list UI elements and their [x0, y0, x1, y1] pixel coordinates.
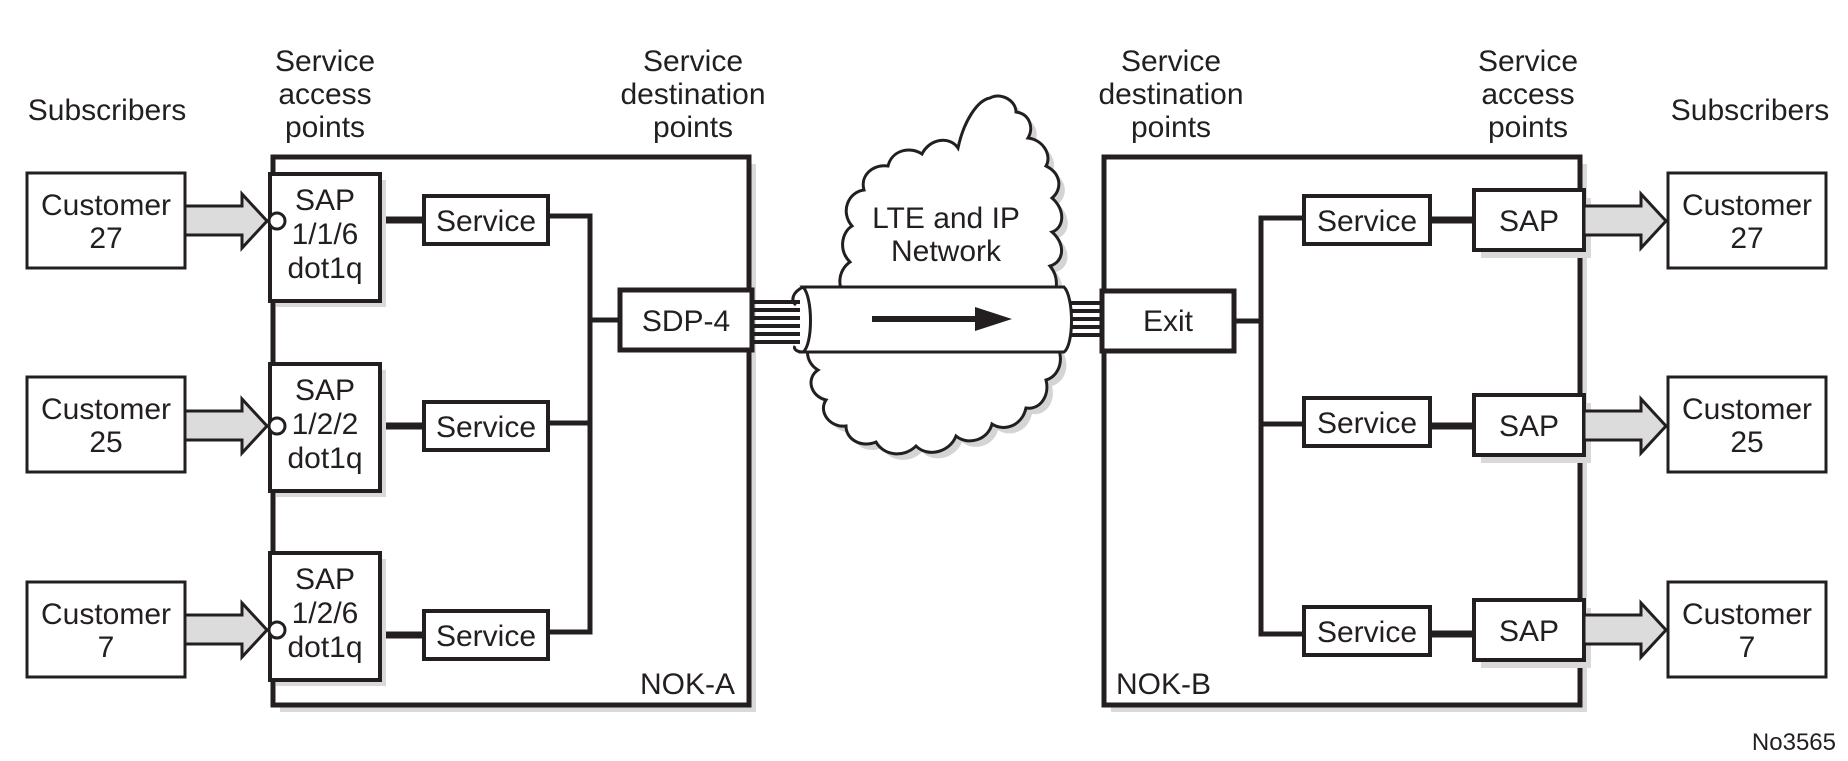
svg-text:Service: Service	[1121, 45, 1221, 78]
svg-text:Customer: Customer	[1682, 393, 1812, 426]
left-sap-1[interactable]: SAP 1/1/6 dot1q	[268, 172, 386, 307]
svg-text:1/1/6: 1/1/6	[292, 218, 359, 251]
right-fiber-bundle	[1068, 301, 1104, 337]
cloud-outline	[806, 94, 1064, 456]
svg-text:7: 7	[98, 631, 115, 664]
left-customer-27[interactable]: Customer 27	[25, 171, 187, 270]
svg-text:points: points	[285, 111, 365, 144]
arrow-right-icon	[1582, 599, 1669, 661]
svg-text:Service: Service	[275, 45, 375, 78]
right-arrows	[1582, 190, 1669, 661]
header-right-sdp: Service destination points	[1098, 45, 1243, 144]
left-fiber-bundle	[752, 300, 800, 344]
svg-text:access: access	[1481, 78, 1574, 111]
left-sap-2[interactable]: SAP 1/2/2 dot1q	[268, 362, 386, 497]
left-sap-3[interactable]: SAP 1/2/6 dot1q	[268, 551, 386, 686]
svg-text:destination: destination	[620, 78, 765, 111]
svg-text:Customer: Customer	[41, 598, 171, 631]
svg-text:SAP: SAP	[1499, 615, 1559, 648]
right-sap-2[interactable]: SAP	[1472, 393, 1591, 463]
arrow-right-icon	[1582, 190, 1669, 252]
right-customer-27[interactable]: Customer 27	[1666, 171, 1828, 270]
svg-text:destination: destination	[1098, 78, 1243, 111]
svg-text:SDP-4: SDP-4	[642, 305, 730, 338]
header-left-subscribers: Subscribers	[28, 94, 186, 127]
svg-text:25: 25	[89, 426, 122, 459]
header-left-sdp: Service destination points	[620, 45, 765, 144]
svg-text:dot1q: dot1q	[287, 442, 362, 475]
sdp-tunnel[interactable]	[752, 285, 1104, 354]
svg-text:Service: Service	[1317, 407, 1417, 440]
left-arrows	[183, 190, 287, 661]
svg-text:dot1q: dot1q	[287, 252, 362, 285]
svg-text:Customer: Customer	[1682, 189, 1812, 222]
right-customer-25[interactable]: Customer 25	[1666, 375, 1828, 474]
sap-port-circle	[267, 620, 287, 640]
tunnel-left-rim	[791, 285, 804, 354]
svg-text:access: access	[278, 78, 371, 111]
left-service-1[interactable]: Service	[422, 194, 550, 246]
header-right-subscribers: Subscribers	[1671, 94, 1829, 127]
svg-text:dot1q: dot1q	[287, 631, 362, 664]
svg-text:27: 27	[89, 222, 122, 255]
svg-text:Service: Service	[436, 411, 536, 444]
network-label-line2: Network	[891, 235, 1002, 268]
svg-text:Service: Service	[1317, 205, 1417, 238]
svg-text:SAP: SAP	[1499, 410, 1559, 443]
svg-text:points: points	[653, 111, 733, 144]
right-service-3[interactable]: Service	[1302, 605, 1432, 657]
sap-port-circle	[267, 416, 287, 436]
svg-text:Service: Service	[1478, 45, 1578, 78]
sdp-4-box[interactable]: SDP-4	[617, 287, 755, 353]
exit-box[interactable]: Exit	[1099, 288, 1237, 354]
left-service-3[interactable]: Service	[422, 609, 550, 661]
left-customer-7[interactable]: Customer 7	[25, 580, 187, 679]
arrow-right-icon	[183, 395, 287, 457]
svg-text:points: points	[1131, 111, 1211, 144]
arrow-right-icon	[872, 307, 1012, 331]
right-wiring	[1234, 215, 1474, 638]
svg-text:Customer: Customer	[41, 393, 171, 426]
right-service-1[interactable]: Service	[1302, 194, 1432, 246]
network-cloud[interactable]: LTE and IP Network	[806, 94, 1068, 460]
arrow-right-icon	[183, 599, 287, 661]
right-customer-7[interactable]: Customer 7	[1666, 580, 1828, 679]
svg-text:SAP: SAP	[295, 563, 355, 596]
svg-text:SAP: SAP	[1499, 205, 1559, 238]
right-sap-3[interactable]: SAP	[1472, 598, 1591, 668]
svg-text:Service: Service	[1317, 616, 1417, 649]
svg-text:Service: Service	[643, 45, 743, 78]
svg-text:1/2/6: 1/2/6	[292, 597, 359, 630]
svg-text:Customer: Customer	[1682, 598, 1812, 631]
arrow-right-icon	[1582, 395, 1669, 457]
svg-text:SAP: SAP	[295, 374, 355, 407]
sap-port-circle	[267, 211, 287, 231]
left-wiring	[380, 213, 620, 639]
svg-text:7: 7	[1739, 631, 1756, 664]
right-sap-1[interactable]: SAP	[1472, 188, 1591, 258]
header-right-sap: Service access points	[1478, 45, 1578, 144]
arrow-right-icon	[183, 190, 287, 252]
figure-id: No3565	[1752, 729, 1836, 756]
svg-text:Exit: Exit	[1143, 305, 1194, 338]
svg-text:1/2/2: 1/2/2	[292, 408, 359, 441]
svg-text:SAP: SAP	[295, 184, 355, 217]
network-label-line1: LTE and IP	[872, 202, 1020, 235]
node-b-label: NOK-B	[1116, 668, 1211, 701]
node-a-label: NOK-A	[640, 668, 735, 701]
right-service-2[interactable]: Service	[1302, 396, 1432, 448]
header-left-sap: Service access points	[275, 45, 375, 144]
svg-text:Service: Service	[436, 620, 536, 653]
svg-text:points: points	[1488, 111, 1568, 144]
svg-text:Customer: Customer	[41, 189, 171, 222]
svg-text:Service: Service	[436, 205, 536, 238]
left-customer-25[interactable]: Customer 25	[25, 375, 187, 474]
left-service-2[interactable]: Service	[422, 400, 550, 452]
svg-text:27: 27	[1730, 222, 1763, 255]
svg-text:25: 25	[1730, 426, 1763, 459]
